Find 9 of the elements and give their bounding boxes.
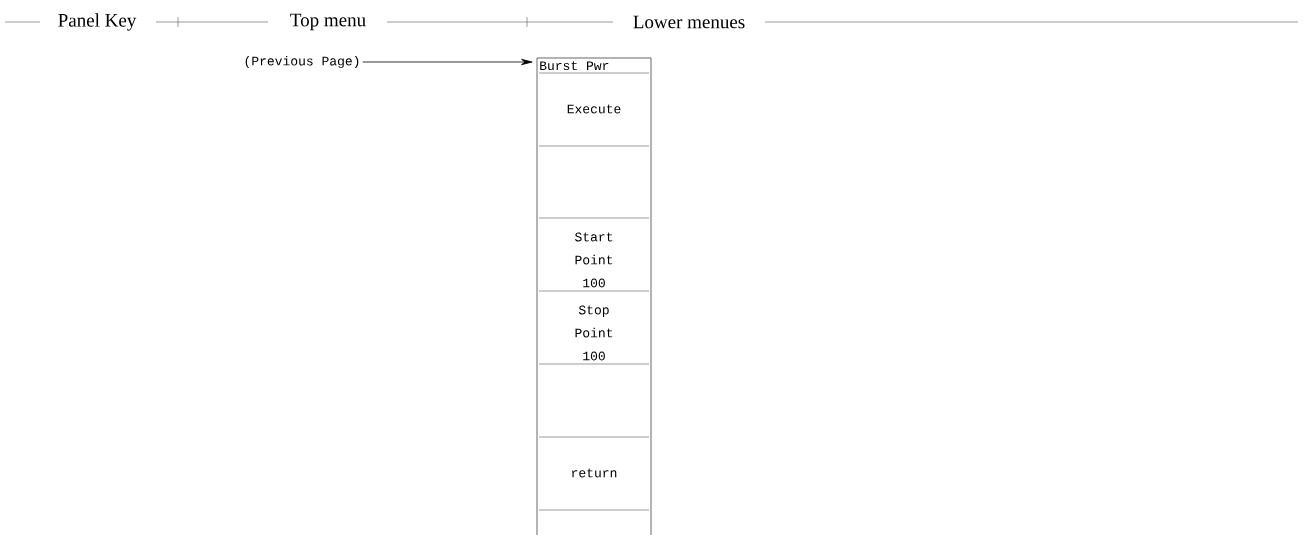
softkey: Stop Point 100 [538, 290, 650, 361]
softkey: Execute [538, 72, 650, 114]
section-heading: Lower menues [633, 15, 745, 29]
previous-page-label: (Previous Page) [245, 55, 359, 69]
softkey: Start Point 100 [538, 217, 650, 288]
softkey: return [538, 436, 650, 478]
section-heading: Top menu [290, 13, 366, 31]
section-heading: Panel Key [58, 13, 137, 31]
arrow [362, 58, 533, 66]
